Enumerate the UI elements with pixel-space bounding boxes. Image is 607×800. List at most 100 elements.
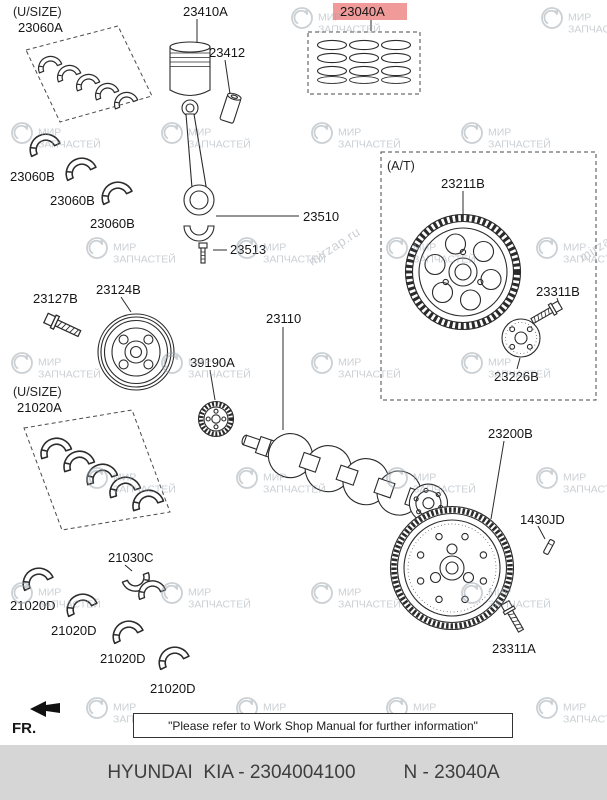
svg-text:ЗАПЧАСТЕЙ: ЗАПЧАСТЕЙ	[568, 23, 607, 36]
piston-ring	[348, 52, 380, 64]
bolt-23127b-drawing	[42, 311, 83, 341]
part-label-21020d-1[interactable]: 21020D	[10, 598, 56, 613]
svg-text:ЗАПЧАСТЕЙ: ЗАПЧАСТЕЙ	[263, 253, 326, 266]
svg-text:ЗАПЧАСТЕЙ: ЗАПЧАСТЕЙ	[338, 598, 401, 611]
part-label-23211b[interactable]: 23211B	[441, 176, 485, 191]
footer-bar: HYUNDAI KIA - 2304004100 N - 23040A	[0, 745, 607, 800]
part-label-1430jd[interactable]: 1430JD	[520, 512, 565, 527]
part-label-21030c[interactable]: 21030C	[108, 550, 154, 565]
piston-ring	[316, 39, 348, 51]
bearing-shell	[61, 588, 98, 618]
piston-ring-set-drawing	[307, 31, 421, 95]
part-label-23060b-3[interactable]: 23060B	[90, 216, 135, 231]
crank-pulley-drawing	[97, 313, 175, 391]
oil-ring	[317, 76, 347, 84]
svg-text:МИР: МИР	[488, 357, 511, 369]
svg-text:МИР: МИР	[113, 242, 136, 254]
part-label-21020d-2[interactable]: 21020D	[51, 623, 97, 638]
part-label-23040a[interactable]: 23040A	[340, 4, 385, 19]
svg-text:МИР: МИР	[568, 12, 591, 24]
part-label-23060b-2[interactable]: 23060B	[50, 193, 95, 208]
svg-text:ЗАПЧАСТЕЙ: ЗАПЧАСТЕЙ	[338, 138, 401, 151]
part-label-21020d-3[interactable]: 21020D	[100, 651, 146, 666]
svg-text:ЗАПЧАСТЕЙ: ЗАПЧАСТЕЙ	[338, 368, 401, 381]
group-note-usize-bottom: (U/SIZE)	[13, 385, 62, 399]
svg-text:ЗАПЧАСТЕЙ: ЗАПЧАСТЕЙ	[113, 253, 176, 266]
piston-ring	[316, 52, 348, 64]
at-group	[380, 151, 597, 401]
bearing-set-21020a	[23, 409, 171, 531]
svg-text:МИР: МИР	[338, 127, 361, 139]
piston-ring	[348, 65, 380, 77]
svg-text:ЗАПЧАСТЕЙ: ЗАПЧАСТЕЙ	[563, 253, 607, 266]
svg-text:МИР: МИР	[263, 702, 286, 714]
svg-text:МИР: МИР	[563, 242, 586, 254]
part-label-21020d-4[interactable]: 21020D	[150, 681, 196, 696]
svg-text:ЗАПЧАСТЕЙ: ЗАПЧАСТЕЙ	[488, 138, 551, 151]
svg-text:ЗАПЧАСТЕЙ: ЗАПЧАСТЕЙ	[188, 598, 251, 611]
svg-text:МИР: МИР	[338, 357, 361, 369]
svg-text:МИР: МИР	[413, 702, 436, 714]
part-label-23311a[interactable]: 23311A	[492, 641, 536, 656]
part-label-23127b[interactable]: 23127B	[33, 291, 78, 306]
svg-text:МИР: МИР	[563, 702, 586, 714]
fr-label: FR.	[12, 720, 36, 737]
part-label-23510[interactable]: 23510	[303, 209, 339, 224]
part-label-23410a[interactable]: 23410A	[183, 4, 228, 19]
part-label-23110[interactable]: 23110	[266, 311, 301, 326]
svg-text:ЗАПЧАСТЕЙ: ЗАПЧАСТЕЙ	[563, 713, 607, 726]
bearing-shell	[153, 641, 190, 671]
bearing-shell	[34, 52, 63, 74]
part-label-23513[interactable]: 23513	[230, 242, 266, 257]
bearing-shell	[36, 433, 73, 460]
svg-text:МИР: МИР	[38, 357, 61, 369]
svg-text:МИР: МИР	[488, 127, 511, 139]
part-label-39190a[interactable]: 39190A	[190, 355, 235, 370]
group-note-usize-top: (U/SIZE)	[13, 5, 62, 19]
part-label-23200b[interactable]: 23200B	[488, 426, 533, 441]
piston-ring	[316, 65, 348, 77]
footer-part-code: N - 23040A	[403, 761, 500, 783]
bolt-23311b-drawing	[528, 299, 564, 327]
bearing-set-23060a	[25, 25, 153, 123]
part-label-23226b[interactable]: 23226B	[494, 369, 539, 384]
bearing-shell	[60, 152, 97, 182]
bearing-shell	[96, 176, 133, 206]
part-label-23124b[interactable]: 23124B	[96, 282, 141, 297]
part-label-23060b-1[interactable]: 23060B	[10, 169, 55, 184]
footer-catalog-number: HYUNDAI KIA - 2304004100	[107, 761, 356, 783]
part-label-21020a[interactable]: 21020A	[17, 400, 62, 415]
fr-direction-arrow	[30, 701, 60, 717]
tone-wheel-drawing	[197, 400, 235, 438]
ring-set-group-box	[307, 31, 421, 95]
part-label-23311b[interactable]: 23311B	[536, 284, 580, 299]
part-label-23060a[interactable]: 23060A	[18, 20, 63, 35]
fr-indicator: FR.	[12, 701, 60, 737]
crankshaft-drawing	[241, 433, 448, 523]
rod-bolt-drawing	[198, 242, 208, 264]
svg-text:МИР: МИР	[38, 587, 61, 599]
piston-ring	[380, 52, 412, 64]
svg-text:ЗАПЧАСТЕЙ: ЗАПЧАСТЕЙ	[563, 483, 607, 496]
connecting-rod-drawing	[181, 99, 215, 264]
part-label-23412[interactable]: 23412	[209, 45, 245, 60]
oil-ring	[381, 76, 411, 84]
svg-text:МИР: МИР	[188, 587, 211, 599]
piston-ring	[380, 39, 412, 51]
usize-group-box-top	[25, 25, 153, 123]
at-group-box	[380, 151, 597, 401]
svg-text:МИР: МИР	[263, 242, 286, 254]
bearing-shell	[24, 128, 61, 158]
